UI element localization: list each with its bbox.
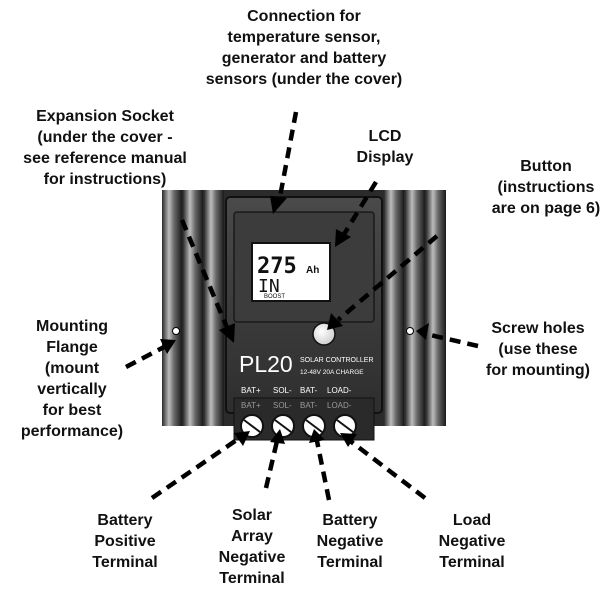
fin [426,190,446,426]
arrowhead [327,313,343,330]
terminal-label: BAT- [300,386,318,395]
callout-line: LCD [368,128,402,145]
terminal-label: BAT+ [241,386,261,395]
callout-line: Flange [46,339,98,356]
callout-battery-positive-terminal: Battery Positive Terminal [80,510,170,573]
callout-line: Load [452,512,492,529]
callout-line: Battery [97,512,153,529]
callout-line: for instructions) [43,171,167,188]
callout-line: (under the cover - [37,129,173,146]
fin [162,190,182,426]
callout-line: for mounting) [486,362,590,379]
screw-hole-left [172,327,180,335]
fin [204,190,224,426]
terminal-label-lower: BAT+ [241,401,261,410]
arrowhead [270,429,285,444]
callout-line: Solar [231,507,272,524]
callout-line: Terminal [317,554,383,571]
callout-load-negative-terminal: Load Negative Terminal [426,510,518,573]
callout-line: see reference manual [23,150,187,167]
product-name: SOLAR CONTROLLER [300,357,374,364]
callout-line: (mount [44,360,100,377]
callout-line: vertically [37,381,107,398]
arrow-connection [276,111,299,203]
lcd-unit: Ah [306,265,319,276]
arrowhead [416,323,429,340]
arrow-button [336,234,439,322]
callout-line: Positive [94,533,156,550]
callout-line: performance) [20,423,124,440]
terminal-label: SOL- [273,386,292,395]
callout-line: Negative [218,549,286,566]
callout-line: Expansion Socket [36,108,174,125]
arrow-load [347,438,427,500]
callout-line: Negative [438,533,506,550]
arrowhead [160,339,176,354]
lcd-mode: BOOST [264,294,285,300]
callout-line: generator and battery [221,50,387,67]
callout-lcd-display: LCD Display [350,126,420,168]
lcd-status: IN [258,276,280,297]
arrowhead [340,433,357,447]
arrowhead [219,323,235,343]
fin [405,190,425,426]
callout-screw-holes: Screw holes (use these for mounting) [474,318,602,381]
callout-expansion-socket: Expansion Socket (under the cover - see … [8,106,202,190]
leader-lines [124,111,479,501]
callout-line: Array [231,528,273,545]
terminal-label-lower: BAT- [300,401,318,410]
callout-line: are on page 6) [491,200,601,217]
arrow-mounting [124,344,168,369]
screw-hole-right [406,327,414,335]
model-name: PL20 [239,351,293,377]
arrowhead [270,196,287,214]
lcd-screen [251,242,331,302]
callout-line: Mounting [36,318,108,335]
arrow-lcd [341,180,378,238]
callout-line: for best [42,402,102,419]
arrowhead [309,429,325,443]
callout-line: Battery [322,512,378,529]
callout-line: (use these [498,341,578,358]
callout-solar-array-negative-terminal: Solar Array Negative Terminal [206,505,298,589]
callout-battery-negative-terminal: Battery Negative Terminal [304,510,396,573]
arrowhead [335,229,351,247]
terminal-screw-sol-neg[interactable] [271,414,295,438]
arrow-expansion [179,219,231,331]
arrow-heads [160,196,429,447]
callout-line: temperature sensor, [227,29,381,46]
terminal-screw-load-neg[interactable] [333,414,357,438]
callout-connection: Connection for temperature sensor, gener… [192,6,416,90]
callout-line: Connection for [247,8,361,25]
callout-line: Display [356,149,414,166]
terminal-label-lower: LOAD- [327,401,352,410]
arrow-battery-positive [150,435,243,500]
arrow-screw [425,331,479,349]
arrow-battery-negative [314,440,332,501]
callout-line: Button [520,158,572,175]
callout-line: Terminal [439,554,505,571]
callout-line: (instructions [497,179,595,196]
lcd-value: 275 [257,254,297,279]
product-spec: 12-48V 20A CHARGE [300,369,364,376]
arrow-solar [263,440,280,489]
terminal-label-lower: SOL- [273,401,292,410]
callout-button: Button (instructions are on page 6) [488,156,604,219]
fin [384,190,404,426]
terminal-label: LOAD- [327,386,352,395]
callout-line: Screw holes [491,320,585,337]
callout-mounting-flange: Mounting Flange (mount vertically for be… [8,316,136,442]
callout-line: sensors (under the cover) [205,71,403,88]
callout-line: Negative [316,533,384,550]
callout-line: Terminal [92,554,158,571]
callout-line: Terminal [219,570,285,587]
fin [183,190,203,426]
arrowhead [234,431,250,446]
